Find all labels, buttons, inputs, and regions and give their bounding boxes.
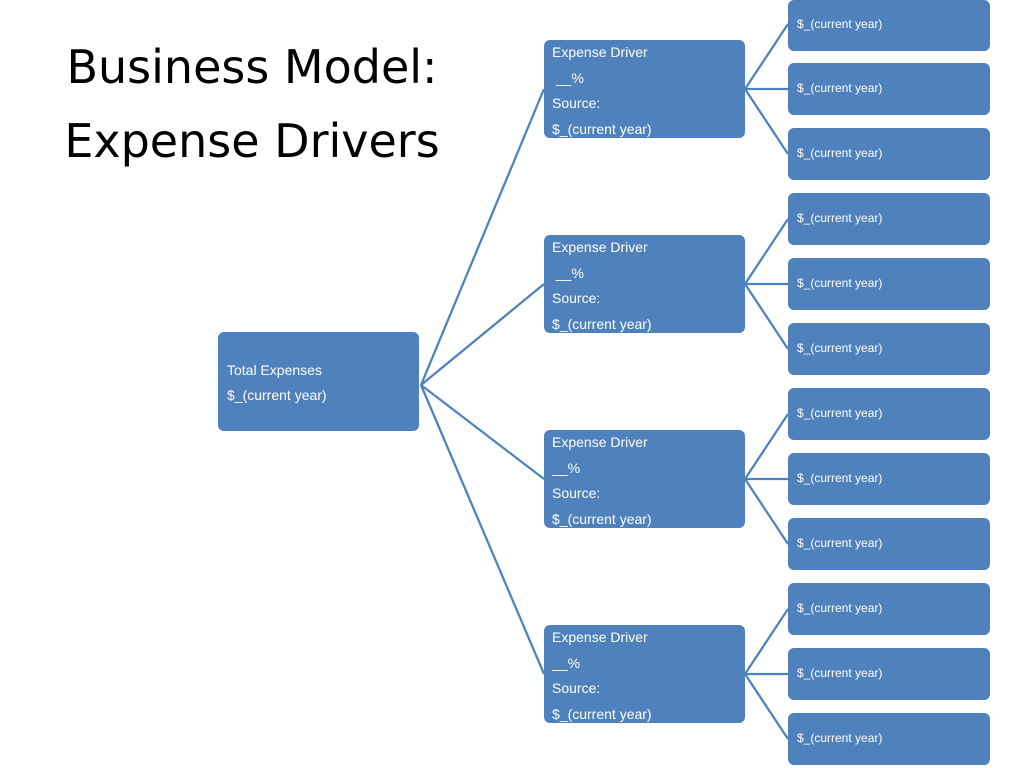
connector-root-driver-3 xyxy=(420,384,545,480)
expense-driver-percent: __% xyxy=(552,264,584,281)
expense-driver-percent: __% xyxy=(552,459,581,476)
connector-driver-3-leaf-1 xyxy=(744,413,789,480)
expense-driver-value: $_(current year) xyxy=(552,315,652,332)
leaf-node-4-2[interactable]: $_(current year) xyxy=(788,648,990,700)
leaf-value: $_(current year) xyxy=(797,731,883,745)
expense-driver-node-3[interactable]: Expense Driver __% Source: $_(current ye… xyxy=(544,430,745,528)
expense-driver-node-4[interactable]: Expense Driver __% Source: $_(current ye… xyxy=(544,625,745,723)
leaf-node-3-1[interactable]: $_(current year) xyxy=(788,388,990,440)
leaf-value: $_(current year) xyxy=(797,17,883,31)
connector-driver-1-leaf-3 xyxy=(744,88,789,155)
expense-driver-node-1[interactable]: Expense Driver __% Source: $_(current ye… xyxy=(544,40,745,138)
expense-driver-source: Source: xyxy=(552,680,601,696)
leaf-node-1-3[interactable]: $_(current year) xyxy=(788,128,990,180)
leaf-value: $_(current year) xyxy=(797,666,883,680)
leaf-node-3-3[interactable]: $_(current year) xyxy=(788,518,990,570)
expense-driver-percent: __% xyxy=(552,654,581,671)
leaf-node-3-2[interactable]: $_(current year) xyxy=(788,453,990,505)
expense-driver-label: Expense Driver xyxy=(552,239,648,255)
title-line-2: Expense Drivers xyxy=(64,114,440,168)
expense-driver-source: Source: xyxy=(552,290,601,306)
connector-driver-2-leaf-1 xyxy=(744,218,789,285)
leaf-node-4-1[interactable]: $_(current year) xyxy=(788,583,990,635)
expense-driver-label: Expense Driver xyxy=(552,434,648,450)
leaf-value: $_(current year) xyxy=(797,471,883,485)
connector-root-driver-2 xyxy=(420,283,545,386)
connector-driver-4-leaf-1 xyxy=(744,608,789,675)
leaf-value: $_(current year) xyxy=(797,601,883,615)
leaf-node-2-1[interactable]: $_(current year) xyxy=(788,193,990,245)
leaf-value: $_(current year) xyxy=(797,276,883,290)
expense-driver-node-2[interactable]: Expense Driver __% Source: $_(current ye… xyxy=(544,235,745,333)
leaf-value: $_(current year) xyxy=(797,341,883,355)
expense-driver-percent: __% xyxy=(552,69,584,86)
leaf-node-1-1[interactable]: $_(current year) xyxy=(788,0,990,51)
connector-driver-2-leaf-3 xyxy=(744,283,789,350)
leaf-node-2-2[interactable]: $_(current year) xyxy=(788,258,990,310)
leaf-node-4-3[interactable]: $_(current year) xyxy=(788,713,990,765)
total-expenses-label: Total Expenses xyxy=(227,362,322,378)
connector-driver-4-leaf-3 xyxy=(744,673,789,740)
connector-root-driver-1 xyxy=(419,88,546,386)
leaf-value: $_(current year) xyxy=(797,146,883,160)
connector-driver-1-leaf-1 xyxy=(744,23,789,90)
connector-driver-3-leaf-3 xyxy=(744,478,789,545)
expense-driver-label: Expense Driver xyxy=(552,44,648,60)
leaf-value: $_(current year) xyxy=(797,536,883,550)
leaf-node-1-2[interactable]: $_(current year) xyxy=(788,63,990,115)
expense-driver-value: $_(current year) xyxy=(552,705,652,722)
leaf-value: $_(current year) xyxy=(797,406,883,420)
connector-root-driver-4 xyxy=(419,384,546,675)
expense-driver-source: Source: xyxy=(552,485,601,501)
expense-driver-value: $_(current year) xyxy=(552,510,652,527)
slide-title: Business Model: Expense Drivers xyxy=(22,30,482,178)
total-expenses-node[interactable]: Total Expenses $_(current year) xyxy=(218,332,419,431)
leaf-value: $_(current year) xyxy=(797,81,883,95)
expense-driver-label: Expense Driver xyxy=(552,629,648,645)
expense-driver-source: Source: xyxy=(552,95,601,111)
title-line-1: Business Model: xyxy=(66,40,438,94)
leaf-value: $_(current year) xyxy=(797,211,883,225)
total-expenses-value: $_(current year) xyxy=(227,387,327,403)
expense-driver-value: $_(current year) xyxy=(552,120,652,137)
leaf-node-2-3[interactable]: $_(current year) xyxy=(788,323,990,375)
